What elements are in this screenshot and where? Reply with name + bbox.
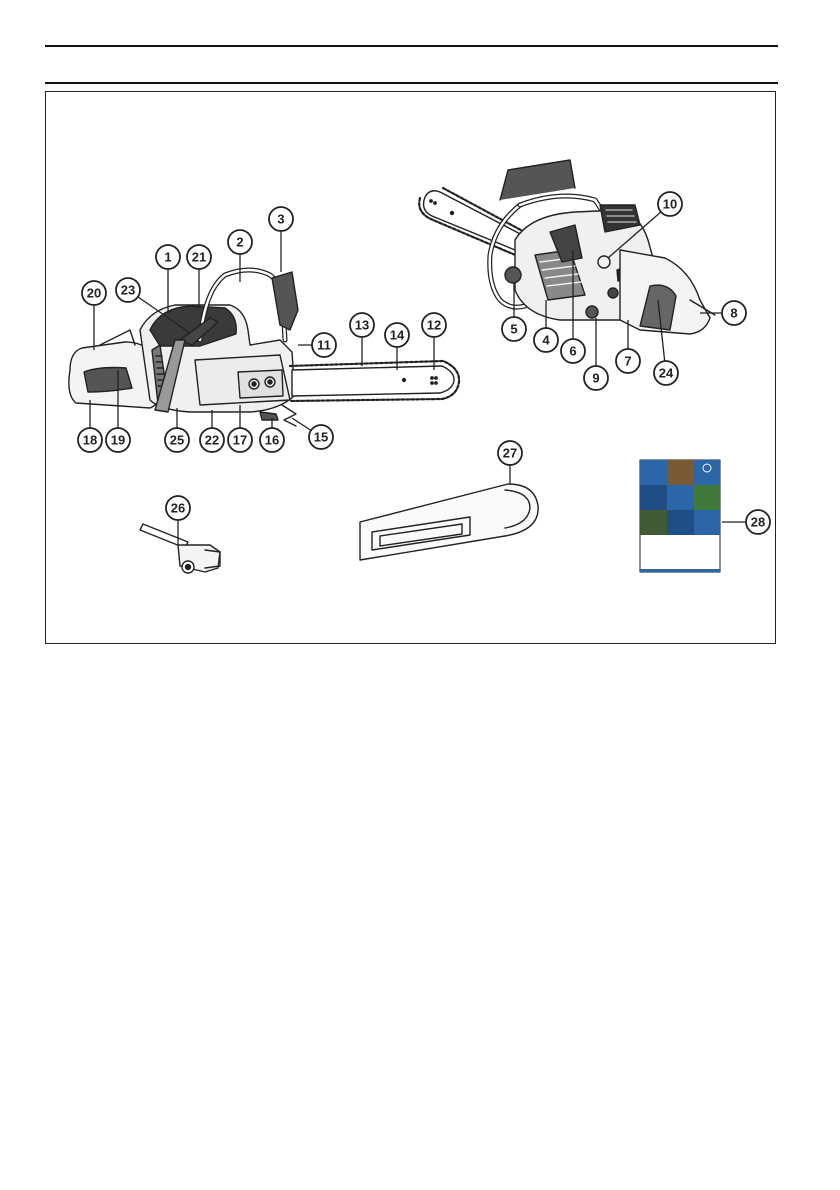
callout-number: 16 [265,433,279,448]
callout-circle [155,244,181,270]
callout-circle [497,440,523,466]
figure-frame [45,91,776,644]
callout-number: 15 [314,430,328,445]
callout-circle [227,229,253,255]
callout-number: 12 [427,318,441,333]
callout-6: 6 [560,250,586,364]
callout-circle [259,427,285,453]
callout-circle [653,360,679,386]
callout-21: 21 [186,244,212,308]
callout-circle [615,348,641,374]
chainsaw-side-view [68,267,461,427]
callout-number: 13 [355,318,369,333]
callout-circle [384,322,410,348]
callout-number: 20 [87,286,101,301]
callout-20: 20 [81,280,107,350]
callout-number: 26 [171,501,185,516]
callout-9: 9 [583,318,609,391]
callout-circle [533,327,559,353]
callout-circle [721,300,747,326]
callout-10: 10 [607,191,683,259]
combination-spanner [139,523,221,574]
header-rule [45,82,778,84]
callout-22: 22 [199,410,225,453]
callout-number: 7 [624,354,631,369]
callout-24: 24 [653,299,679,386]
callout-circle [501,316,527,342]
callout-15: 15 [291,417,334,450]
callout-circle [105,427,131,453]
callout-11: 11 [298,332,337,358]
callout-number: 17 [233,433,247,448]
callout-number: 22 [205,433,219,448]
callout-number: 25 [170,433,184,448]
callout-number: 27 [503,446,517,461]
callout-8: 8 [700,300,747,326]
callout-leader-line [607,203,671,259]
callout-number: 23 [121,283,135,298]
operators-manual [639,459,721,573]
callout-circle [77,427,103,453]
callout-number: 5 [510,322,517,337]
top-rule [45,45,778,47]
callout-14: 14 [384,322,410,370]
callout-circle [115,277,141,303]
callout-number: 21 [192,250,206,265]
callout-circle [657,191,683,217]
callout-19: 19 [105,370,131,453]
callout-12: 12 [421,312,447,370]
callout-circle [199,427,225,453]
callout-5: 5 [501,283,527,342]
callout-3: 3 [268,206,294,272]
callout-circle [583,365,609,391]
callout-number: 8 [730,306,737,321]
callout-number: 9 [592,371,599,386]
callout-number: 11 [317,338,331,353]
callout-circle [186,244,212,270]
callout-circle [81,280,107,306]
callout-7: 7 [615,320,641,374]
callout-circle [421,312,447,338]
callout-circle [268,206,294,232]
callout-circle [349,312,375,338]
callout-1: 1 [155,244,181,313]
callout-number: 2 [236,235,243,250]
callout-23: 23 [115,277,191,334]
callout-number: 19 [111,433,125,448]
callout-circle [308,424,334,450]
callout-circle [165,495,191,521]
callout-number: 4 [542,333,550,348]
callout-26: 26 [165,495,191,545]
callout-number: 24 [659,366,674,381]
callout-16: 16 [259,418,285,453]
callout-25: 25 [164,408,190,453]
callout-number: 28 [751,515,765,530]
callout-circle [311,332,337,358]
guide-bar-cover [359,483,539,561]
callout-13: 13 [349,312,375,366]
callout-number: 6 [569,344,576,359]
callout-number: 10 [663,197,677,212]
callout-circle [227,427,253,453]
callout-number: 18 [83,433,97,448]
callout-27: 27 [497,440,523,484]
callout-circle [745,509,771,535]
callout-circle [560,338,586,364]
callout-28: 28 [722,509,771,535]
callout-17: 17 [227,405,253,453]
callout-2: 2 [227,229,253,282]
callout-circle [164,427,190,453]
callout-number: 14 [390,328,405,343]
callout-4: 4 [533,300,559,353]
callout-number: 1 [164,250,171,265]
callout-18: 18 [77,400,103,453]
callout-number: 3 [277,212,284,227]
